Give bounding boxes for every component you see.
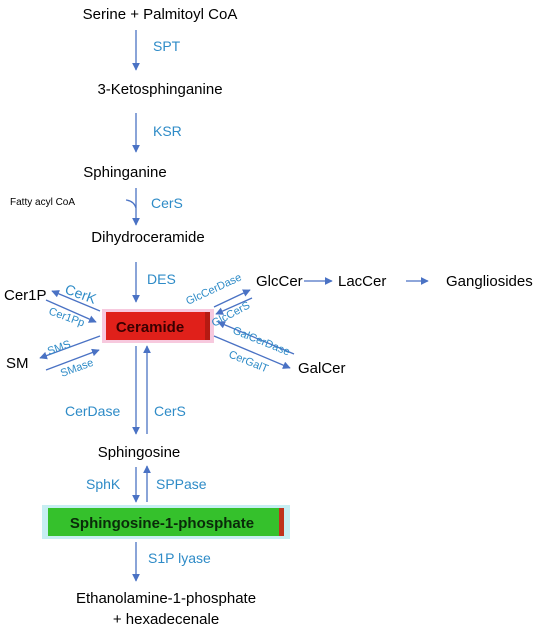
sms-arrow bbox=[39, 335, 101, 360]
galcerdase-arrow bbox=[217, 321, 295, 355]
cer1pp-arrow bbox=[45, 299, 97, 323]
cers-bottom-enzyme-label: CerS bbox=[154, 403, 186, 419]
cergalt-enzyme-label: CerGalT bbox=[227, 349, 270, 376]
sppase-enzyme-label: SPPase bbox=[156, 476, 207, 492]
ceramide-box-edge bbox=[205, 312, 210, 340]
s1p-box-edge bbox=[279, 508, 284, 536]
glccers-enzyme-label: GlcCerS bbox=[210, 300, 252, 330]
ceramide-box bbox=[106, 312, 210, 340]
des-enzyme-label: DES bbox=[147, 271, 176, 287]
s1p-lyase-enzyme-label: S1P lyase bbox=[148, 550, 211, 566]
sphk-enzyme-label: SphK bbox=[86, 476, 121, 492]
dihydroceramide-label: Dihydroceramide bbox=[91, 229, 204, 246]
smase-arrow bbox=[45, 348, 100, 371]
fatty-acyl-coa-curve bbox=[125, 199, 137, 209]
smase-enzyme-label: SMase bbox=[59, 357, 95, 380]
ketosphinganine-label: 3-Ketosphinganine bbox=[97, 81, 222, 98]
serine-palmitoyl-coa-label: Serine + Palmitoyl CoA bbox=[83, 6, 238, 23]
glccers-arrow bbox=[213, 289, 251, 308]
spt-enzyme-label: SPT bbox=[153, 38, 181, 54]
galcer-label: GalCer bbox=[298, 360, 346, 377]
glccerdase-arrow bbox=[215, 297, 253, 315]
sms-enzyme-label: SMS bbox=[46, 338, 73, 357]
s1p-label: Sphingosine-1-phosphate bbox=[70, 515, 254, 532]
cerdase-enzyme-label: CerDase bbox=[65, 403, 120, 419]
ksr-enzyme-label: KSR bbox=[153, 123, 182, 139]
cer1p-label: Cer1P bbox=[4, 287, 47, 304]
gangliosides-label: Gangliosides bbox=[446, 273, 533, 290]
laccer-label: LacCer bbox=[338, 273, 386, 290]
fatty-acyl-coa-label: Fatty acyl CoA bbox=[10, 197, 75, 208]
cergalt-arrow bbox=[213, 335, 291, 369]
sm-label: SM bbox=[6, 355, 29, 372]
sphingosine-label: Sphingosine bbox=[98, 444, 181, 461]
cers-top-enzyme-label: CerS bbox=[151, 195, 183, 211]
hexadecenale-label: + hexadecenale bbox=[113, 611, 219, 628]
cerk-arrow bbox=[51, 290, 101, 312]
ceramide-label: Ceramide bbox=[116, 319, 184, 336]
glccerdase-enzyme-label: GlcCerDase bbox=[184, 272, 243, 308]
s1p-box bbox=[48, 508, 284, 536]
glccer-label: GlcCer bbox=[256, 273, 303, 290]
ethanolamine-1-phosphate-label: Ethanolamine-1-phosphate bbox=[76, 590, 256, 607]
sphinganine-label: Sphinganine bbox=[83, 164, 166, 181]
